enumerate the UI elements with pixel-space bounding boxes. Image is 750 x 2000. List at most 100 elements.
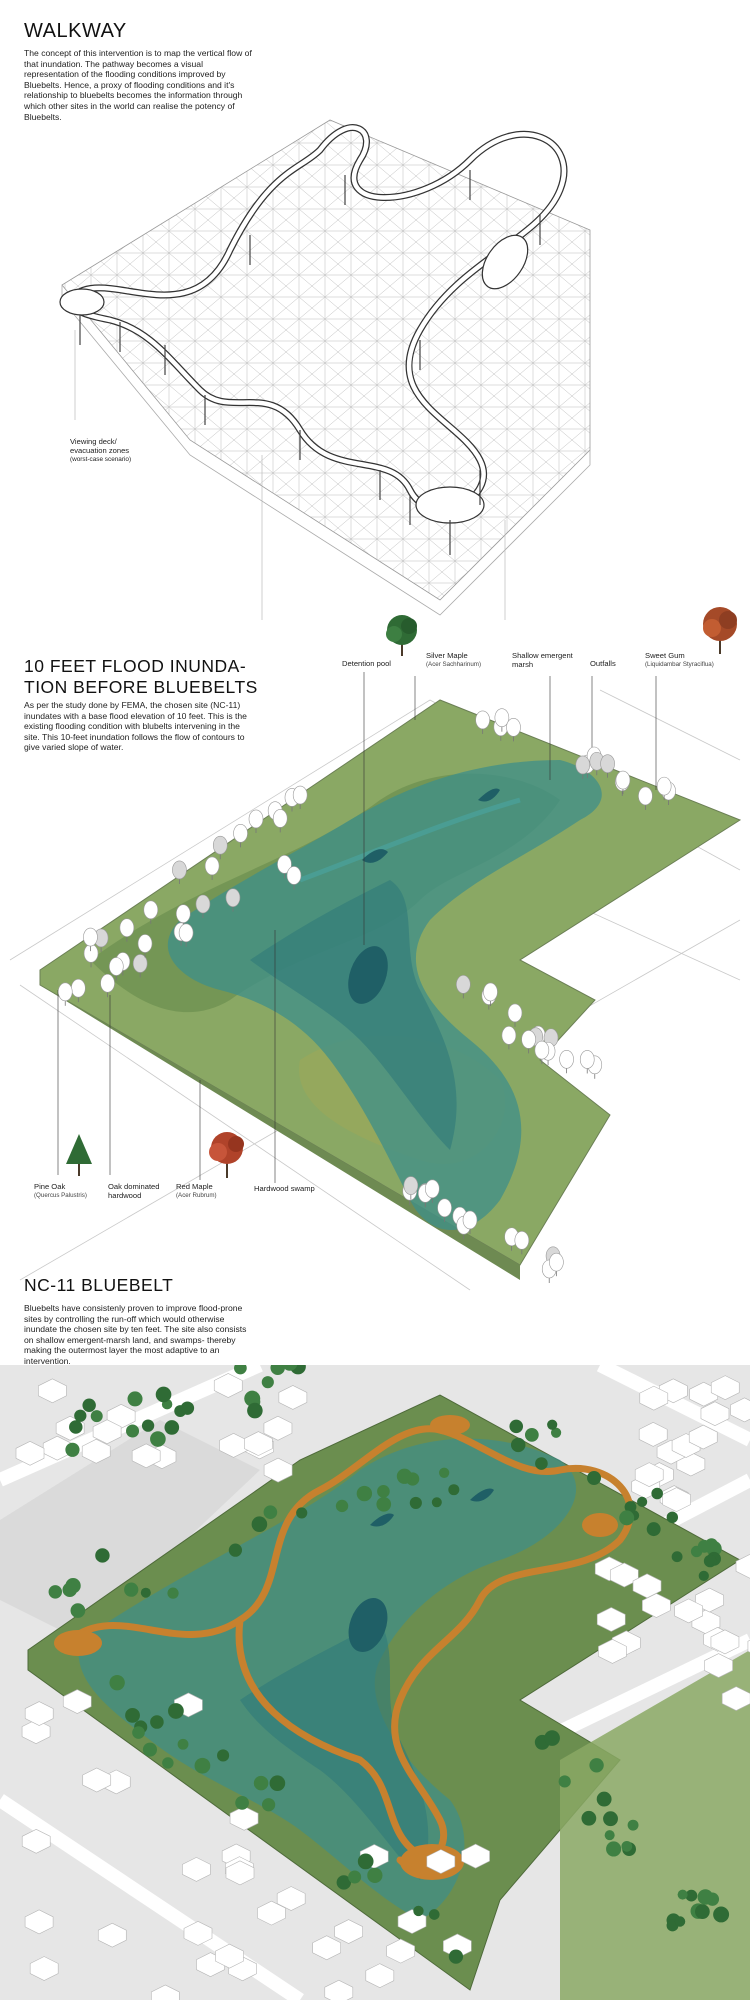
viewing-deck-left xyxy=(59,288,105,316)
tree-symbol xyxy=(277,855,292,879)
tree-symbol xyxy=(501,1026,517,1050)
house-block xyxy=(704,1653,733,1678)
tree-canopy xyxy=(150,1715,164,1729)
tree-canopy xyxy=(142,1742,157,1757)
tree-symbol xyxy=(559,1049,574,1074)
label-hardwood-swamp: Hardwood swamp xyxy=(254,1184,315,1193)
tree-canopy xyxy=(65,1442,80,1457)
tree-canopy xyxy=(703,1554,717,1568)
tree-canopy xyxy=(296,1507,308,1519)
house-block xyxy=(674,1598,703,1624)
tree-canopy xyxy=(510,1437,526,1453)
pine-oak-icon xyxy=(66,1134,92,1176)
tree-canopy xyxy=(604,1830,615,1841)
tree-canopy xyxy=(150,1431,166,1447)
tree-canopy xyxy=(74,1409,87,1422)
house-block xyxy=(150,1984,180,2000)
tree-canopy xyxy=(126,1424,140,1438)
tree-canopy xyxy=(596,1791,612,1807)
walkway-drawing xyxy=(59,119,591,620)
tree-canopy xyxy=(377,1485,390,1498)
tree-symbol xyxy=(483,982,498,1006)
tree-canopy xyxy=(282,1365,298,1371)
flood-title-line1: 10 FEET FLOOD INUNDA- xyxy=(24,656,247,676)
house-block xyxy=(15,1440,45,1466)
tree-symbol xyxy=(462,1210,478,1234)
tree-canopy xyxy=(125,1707,140,1723)
tree-canopy xyxy=(263,1505,278,1519)
deck-render-left xyxy=(54,1630,102,1656)
house-block xyxy=(662,1487,691,1512)
label-silver-maple-latin: (Acer Sachharinum) xyxy=(426,661,482,668)
tree-canopy xyxy=(589,1758,604,1773)
tree-canopy xyxy=(335,1499,349,1513)
tree-canopy xyxy=(180,1401,195,1415)
house-block xyxy=(639,1385,669,1411)
house-block xyxy=(638,1422,668,1447)
tree-canopy xyxy=(524,1427,539,1442)
house-block xyxy=(721,1686,750,1711)
house-block xyxy=(426,1849,456,1874)
label-shallow-marsh: Shallow emergent marsh xyxy=(512,651,573,669)
tree-symbol xyxy=(119,918,135,942)
walkway-description: The concept of this intervention is to m… xyxy=(24,48,252,122)
tree-canopy xyxy=(428,1909,440,1920)
tree-symbol xyxy=(204,856,220,880)
tree-symbol xyxy=(212,835,228,860)
tree-canopy xyxy=(697,1539,711,1553)
tree-canopy xyxy=(69,1420,83,1434)
flood-trees xyxy=(57,708,676,1283)
tree-symbol xyxy=(57,982,73,1006)
tree-symbol xyxy=(83,944,99,968)
tree-symbol xyxy=(589,751,605,776)
tree-canopy xyxy=(685,1889,698,1902)
tree-symbol xyxy=(534,1040,550,1065)
tree-canopy xyxy=(90,1410,103,1423)
tree-symbol xyxy=(83,927,98,952)
tree-canopy xyxy=(666,1511,679,1524)
tree-canopy xyxy=(509,1419,524,1434)
house-block xyxy=(632,1573,662,1599)
tree-canopy xyxy=(70,1603,86,1618)
tree-symbol xyxy=(579,1050,595,1074)
tree-symbol xyxy=(225,888,241,912)
tree-canopy xyxy=(677,1889,688,1900)
tree-canopy xyxy=(581,1810,597,1826)
house-block xyxy=(278,1385,308,1410)
house-block xyxy=(215,1943,244,1969)
tree-symbol xyxy=(506,718,521,742)
house-block xyxy=(263,1415,293,1441)
tree-canopy xyxy=(228,1543,243,1557)
tree-symbol xyxy=(100,973,115,998)
label-shallow-marsh-line2: marsh xyxy=(512,660,534,669)
tree-canopy xyxy=(177,1738,189,1750)
house-block xyxy=(29,1956,59,1981)
tree-symbol xyxy=(437,1198,452,1222)
house-block xyxy=(38,1378,67,1404)
tree-canopy xyxy=(624,1501,637,1513)
house-block xyxy=(334,1919,363,1944)
house-block xyxy=(276,1886,306,1911)
flood-title: 10 FEET FLOOD INUNDA- TION BEFORE BLUEBE… xyxy=(24,656,258,698)
tree-canopy xyxy=(376,1496,392,1512)
tree-symbol xyxy=(403,1176,419,1200)
tree-canopy xyxy=(234,1365,247,1375)
tree-symbol xyxy=(71,978,86,1003)
tree-canopy xyxy=(671,1551,683,1563)
house-block xyxy=(730,1397,750,1423)
silver-maple-icon xyxy=(386,615,417,656)
house-block xyxy=(244,1431,273,1456)
house-block xyxy=(598,1639,627,1664)
bluebelt-title: NC-11 BLUEBELT xyxy=(24,1275,174,1295)
tree-canopy xyxy=(356,1485,373,1502)
tree-symbol xyxy=(521,1030,536,1054)
tree-canopy xyxy=(95,1548,110,1563)
tree-canopy xyxy=(558,1775,571,1788)
tree-symbol xyxy=(195,894,211,918)
tree-canopy xyxy=(124,1582,139,1597)
house-block xyxy=(62,1689,92,1714)
flood-description: As per the study done by FEMA, the chose… xyxy=(24,700,247,753)
label-oak-hardwood: Oak dominated hardwood xyxy=(108,1182,160,1200)
tree-canopy xyxy=(646,1522,661,1537)
tree-canopy xyxy=(261,1798,276,1812)
